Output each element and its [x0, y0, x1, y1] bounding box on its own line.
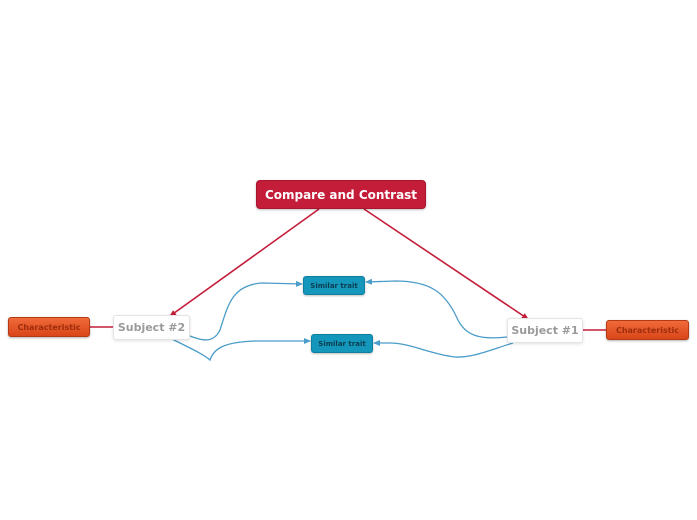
connector-root-to-subject-1: [363, 208, 529, 320]
characteristic-label-left: Characteristic: [17, 322, 81, 332]
characteristic-node-right[interactable]: Characteristic: [606, 320, 689, 340]
subject-1-label: Subject #1: [511, 324, 579, 337]
connector-root-to-subject-2: [169, 208, 320, 317]
similar-trait-node-2[interactable]: Similar trait: [311, 334, 373, 353]
subject-1-node[interactable]: Subject #1: [507, 318, 583, 343]
similar-trait-label-1: Similar trait: [310, 281, 358, 290]
connector-subject-1-to-trait-2: [373, 340, 514, 358]
characteristic-node-left[interactable]: Characteristic: [8, 317, 90, 337]
subject-2-node[interactable]: Subject #2: [113, 315, 190, 340]
connector-subject-2-to-trait-1: [189, 280, 303, 341]
similar-trait-label-2: Similar trait: [318, 339, 366, 348]
similar-trait-node-1[interactable]: Similar trait: [303, 276, 365, 295]
characteristic-label-right: Characteristic: [615, 325, 680, 335]
subject-2-label: Subject #2: [117, 321, 186, 334]
connector-subject-2-to-trait-2: [171, 338, 311, 362]
root-topic-label: Compare and Contrast: [264, 187, 418, 202]
root-topic[interactable]: Compare and Contrast: [256, 180, 426, 209]
connector-subject-1-to-trait-1: [365, 278, 508, 339]
